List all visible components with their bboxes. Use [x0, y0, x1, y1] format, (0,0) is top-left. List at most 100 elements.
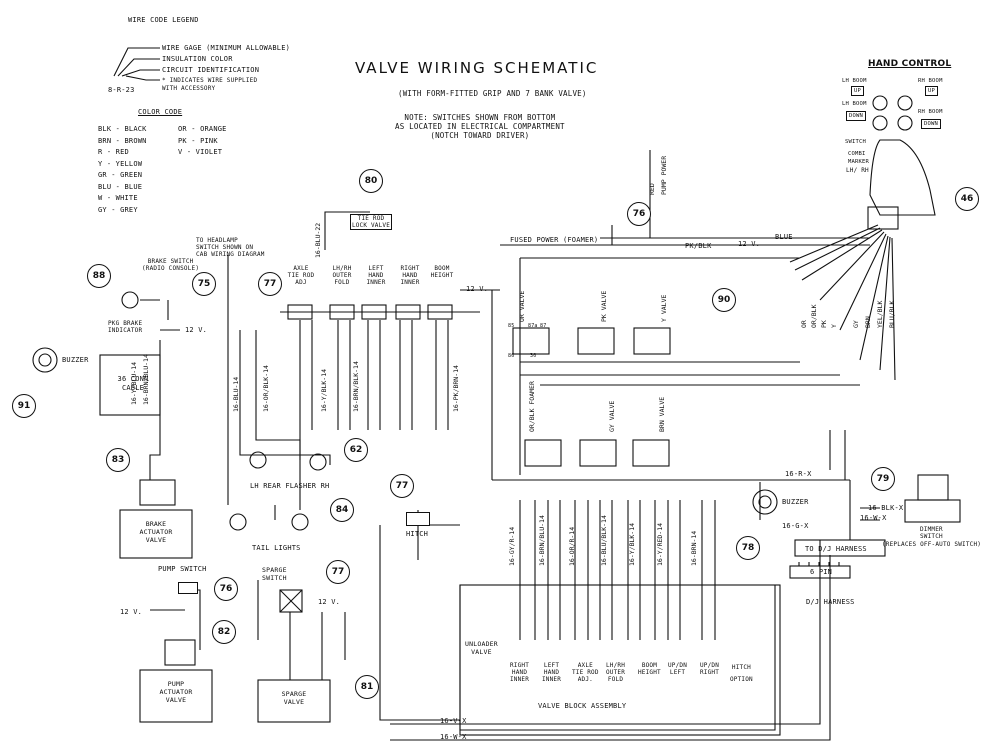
conn-cable-label: 36 CONN CABLE — [117, 375, 149, 392]
valve-wire: 16-BRN/BLU-14 — [538, 515, 546, 566]
callout-77-sparge: 77 — [326, 560, 350, 584]
wire-label: 16-Y/BLU-14 — [130, 361, 138, 405]
hc-label: LH/ RH — [846, 167, 869, 174]
valve-wire: 16-GY/R-14 — [508, 526, 516, 566]
callout-77: 77 — [258, 272, 282, 296]
page-title: VALVE WIRING SCHEMATIC — [355, 59, 599, 77]
switch-label: RIGHT HAND INNER — [400, 265, 420, 286]
hitch-label: HITCH — [406, 530, 429, 538]
harness-color: GY — [852, 320, 860, 328]
callout-81: 81 — [355, 675, 379, 699]
callout-79: 79 — [871, 467, 895, 491]
hand-control-heading: HAND CONTROL — [868, 59, 952, 69]
legend-line: WIRE GAGE (MINIMUM ALLOWABLE) — [162, 44, 291, 52]
callout-88: 88 — [87, 264, 111, 288]
legend-example: 8-R-23 — [108, 86, 135, 94]
harness-color: OR/BLK — [810, 304, 818, 328]
relay-label: OR/BLK FOAMER — [528, 381, 536, 432]
harness-color: YEL/BLK — [876, 300, 884, 328]
relay-pin: 85 — [508, 323, 515, 329]
wire-label: 16-PK/BRN-14 — [452, 365, 460, 412]
hc-label: COMBI MARKER — [848, 151, 870, 165]
callout-76-pump: 76 — [214, 577, 238, 601]
twelve-v-label: 12 V. — [466, 285, 489, 293]
fused-power-label: FUSED POWER (FOAMER) — [510, 236, 599, 244]
callout-76: 76 — [627, 202, 651, 226]
legend-heading: WIRE CODE LEGEND — [128, 16, 199, 24]
pump-switch — [178, 582, 198, 594]
legend-line: * INDICATES WIRE SUPPLIED WITH ACCESSORY — [162, 77, 258, 92]
wire-label: 16-W-X — [860, 514, 887, 522]
hc-up-left: UP — [851, 86, 865, 96]
harness-color: PK — [820, 320, 828, 328]
callout-62: 62 — [344, 438, 368, 462]
callout-77-hitch: 77 — [390, 474, 414, 498]
legend-line: INSULATION COLOR — [162, 55, 233, 63]
tail-lights-label: TAIL LIGHTS — [252, 544, 301, 552]
buzzer-label: BUZZER — [782, 498, 809, 506]
buzzer-label: BUZZER — [62, 356, 89, 364]
callout-83: 83 — [106, 448, 130, 472]
wire-label: 16-R-X — [785, 470, 812, 478]
brake-switch-label: BRAKE SWITCH(RADIO CONSOLE) — [142, 258, 200, 272]
relay-pin: 87a — [528, 323, 538, 329]
six-pin-label: 6 PIN — [810, 568, 833, 576]
callout-90: 90 — [712, 288, 736, 312]
valve-block-label: VALVE BLOCK ASSEMBLY — [538, 702, 627, 710]
wire-label: 16-V-X — [440, 717, 467, 725]
switch-label: BOOM HEIGHT — [430, 265, 454, 279]
twelve-v-label: 12 V. — [185, 326, 208, 334]
harness-color: OR — [800, 320, 808, 328]
callout-80: 80 — [359, 169, 383, 193]
pump-power-label: PUMP POWER — [660, 155, 668, 195]
wire-label: 16-OR/BLK-14 — [262, 365, 270, 412]
dj-harness-label: D/J HARNESS — [806, 598, 855, 606]
relay-label: PK VALVE — [600, 290, 608, 322]
callout-78: 78 — [736, 536, 760, 560]
wire-label: 16-Y/BLK-14 — [320, 368, 328, 412]
relay-pin: 86 — [508, 353, 515, 359]
relay-label: GY VALVE — [608, 400, 616, 432]
relay-pin: 87 — [540, 323, 547, 329]
relay-label: BRN VALVE — [658, 396, 666, 432]
relay-pin: 30 — [530, 353, 537, 359]
twelve-v-label: 12 V. — [318, 598, 341, 606]
page-subtitle: (WITH FORM-FITTED GRIP AND 7 BANK VALVE) — [398, 89, 587, 98]
valve-wire: 16-OR/R-14 — [568, 526, 576, 566]
pk-blk-label: PK/BLK — [685, 242, 712, 250]
wire-label: 16-W-X — [440, 733, 467, 741]
red-label: RED — [648, 183, 656, 195]
callout-91: 91 — [12, 394, 36, 418]
harness-color: BRN — [864, 316, 872, 328]
hc-label: SWITCH — [845, 139, 867, 145]
color-code-heading: COLOR CODE — [138, 108, 183, 116]
color-code-right: OR - ORANGE PK - PINK V - VIOLET — [178, 125, 227, 156]
lh-rear-flasher-label: LH REAR FLASHER RH — [250, 482, 330, 490]
blue-label: BLUE — [775, 233, 793, 241]
switch-label: AXLE TIE ROD ADJ — [287, 265, 315, 286]
color-code-left: BLK - BLACK BRN - BROWN R - RED Y - YELL… — [98, 125, 147, 214]
tie-rod-valve: TIE ROD LOCK VALVE — [350, 214, 392, 230]
switch-label: LH/RH OUTER FOLD — [332, 265, 352, 286]
callout-82: 82 — [212, 620, 236, 644]
callout-46: 46 — [955, 187, 979, 211]
valve-wire: 16-BLU/BLK-14 — [600, 515, 608, 566]
hc-label: RH BOOM — [918, 109, 943, 115]
twelve-v-label: 12 V. — [738, 240, 761, 248]
